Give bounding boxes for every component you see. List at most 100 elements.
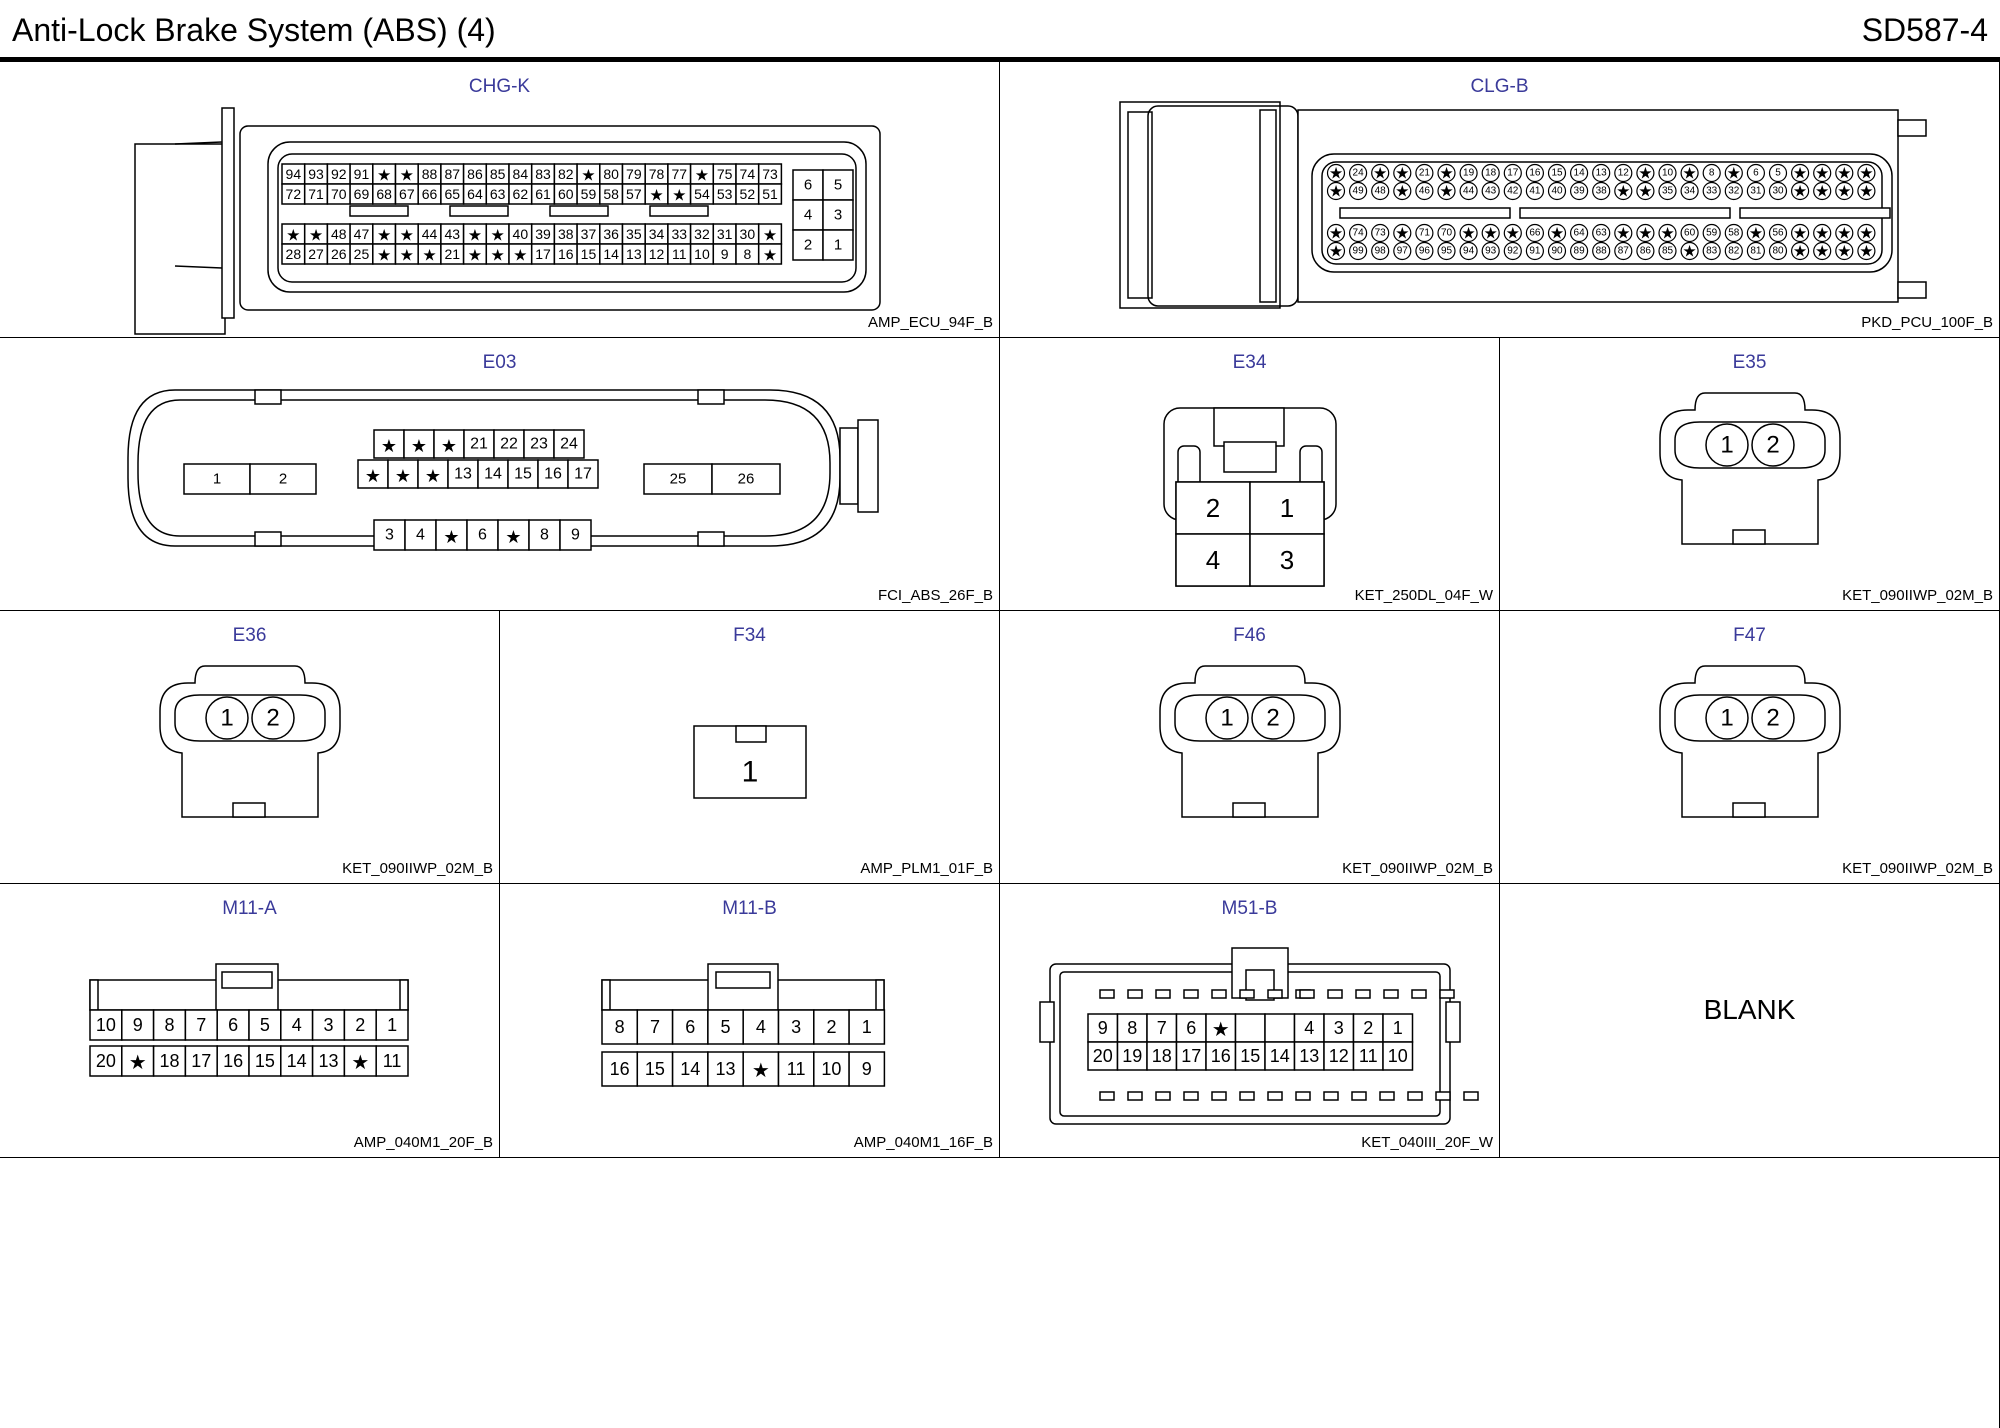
- empty-pin-star: ★: [468, 248, 482, 265]
- pin-circle: [1547, 241, 1567, 261]
- pin-cell: [601, 1009, 639, 1045]
- pin-label: 13: [716, 1059, 736, 1079]
- pin-cell: [711, 463, 781, 495]
- pin-label: 16: [544, 466, 562, 483]
- latch-tab: [254, 389, 282, 405]
- connector-f34: 1 F34 AMP_PLM1_01F_B: [500, 611, 1000, 884]
- empty-pin-star: ★: [1660, 226, 1674, 243]
- pin-circle: [1636, 163, 1655, 183]
- pin-label: 10: [1662, 168, 1674, 179]
- connector-name: E36: [232, 625, 267, 646]
- latch-tab: [1267, 989, 1283, 999]
- pin-label: 16: [558, 246, 574, 262]
- connector-name: E35: [1732, 352, 1767, 373]
- empty-pin-star: ★: [468, 228, 482, 245]
- latch-tab: [1383, 989, 1399, 999]
- pin-label: 88: [1596, 246, 1608, 257]
- pin-label: 86: [467, 166, 483, 182]
- pin-circle: [1415, 181, 1434, 201]
- pin-label: 81: [1750, 246, 1762, 257]
- pin-label: 8: [615, 1017, 625, 1037]
- pin-label: 35: [1662, 186, 1674, 197]
- pin-circle: [1790, 181, 1810, 201]
- pin-cell: [792, 229, 824, 261]
- empty-pin-star: ★: [1727, 166, 1741, 183]
- pin-cell: [742, 1051, 780, 1087]
- pin-label: 31: [717, 226, 733, 242]
- pin-label: 9: [1098, 1018, 1108, 1038]
- latch-tab: [1099, 989, 1115, 999]
- pin-label: 17: [574, 466, 592, 483]
- pin-cell: [559, 519, 592, 551]
- pin-label: 20: [96, 1051, 116, 1071]
- pin-cell: [822, 199, 854, 231]
- empty-pin-star: ★: [1212, 1019, 1230, 1041]
- pin-label: 4: [756, 1017, 766, 1037]
- pin-label: 2: [266, 705, 279, 732]
- pin-cell: [447, 459, 479, 489]
- pin-label: 66: [422, 186, 438, 202]
- pin-label: 14: [680, 1059, 700, 1079]
- empty-pin-star: ★: [1638, 184, 1652, 201]
- pin-circle: [1349, 223, 1368, 243]
- empty-pin-star: ★: [490, 228, 504, 245]
- pin-label: 94: [286, 166, 302, 182]
- pin-circle: [1437, 163, 1456, 183]
- empty-pin-star: ★: [1329, 166, 1343, 183]
- pin-label: 2: [279, 471, 287, 488]
- pin-label: 24: [1353, 168, 1365, 179]
- pin-label: 84: [513, 166, 529, 182]
- pin-label: 68: [376, 186, 392, 202]
- empty-pin-star: ★: [1395, 166, 1409, 183]
- pin-label: 5: [260, 1015, 270, 1035]
- pin-circle: [1614, 163, 1633, 183]
- outline: [174, 694, 326, 742]
- latch-tab: [1155, 989, 1171, 999]
- empty-pin-star: ★: [1859, 166, 1873, 183]
- pin-label: 2: [1206, 493, 1220, 523]
- outline: [1213, 407, 1285, 447]
- pin-cell: [1249, 533, 1325, 587]
- empty-pin-star: ★: [377, 168, 391, 185]
- pin-cell: [1087, 1013, 1119, 1043]
- outline: [875, 979, 885, 1011]
- empty-pin-star: ★: [1395, 184, 1409, 201]
- pin-label: 92: [331, 166, 347, 182]
- pin-label: 32: [694, 226, 710, 242]
- pin-label: 91: [1529, 246, 1541, 257]
- empty-pin-star: ★: [411, 436, 427, 456]
- latch-tab: [1323, 1091, 1339, 1101]
- pin-circle: [1569, 241, 1589, 261]
- pin-cell: [375, 1045, 409, 1077]
- pin-cell: [249, 463, 317, 495]
- pin-label: 8: [540, 527, 549, 544]
- pin-circle: [1503, 181, 1522, 201]
- outline: [715, 971, 771, 989]
- pin-circle: [205, 696, 249, 740]
- pin-label: 11: [383, 1051, 402, 1071]
- empty-pin-star: ★: [1793, 244, 1807, 261]
- pin-cell: [280, 1045, 314, 1077]
- empty-pin-star: ★: [1793, 184, 1807, 201]
- pin-circle: [1768, 181, 1788, 201]
- latch-tab: [1239, 989, 1255, 999]
- outline: [221, 971, 273, 989]
- blank-label: BLANK: [1703, 994, 1796, 1025]
- pin-label: 26: [738, 471, 755, 488]
- empty-pin-star: ★: [1749, 226, 1763, 243]
- empty-area: [0, 1158, 2000, 1428]
- pin-circle: [1705, 423, 1749, 467]
- pin-label: 2: [1766, 705, 1779, 732]
- pin-label: 7: [196, 1015, 206, 1035]
- pin-label: 32: [1728, 186, 1740, 197]
- pin-label: 11: [787, 1059, 806, 1079]
- pin-cell: [1323, 1041, 1355, 1071]
- empty-pin-star: ★: [1815, 184, 1829, 201]
- pin-circle: [1459, 241, 1478, 261]
- pin-label: 11: [1359, 1046, 1378, 1066]
- pin-label: 47: [354, 226, 370, 242]
- pin-label: 79: [626, 166, 642, 182]
- empty-pin-star: ★: [1837, 244, 1851, 261]
